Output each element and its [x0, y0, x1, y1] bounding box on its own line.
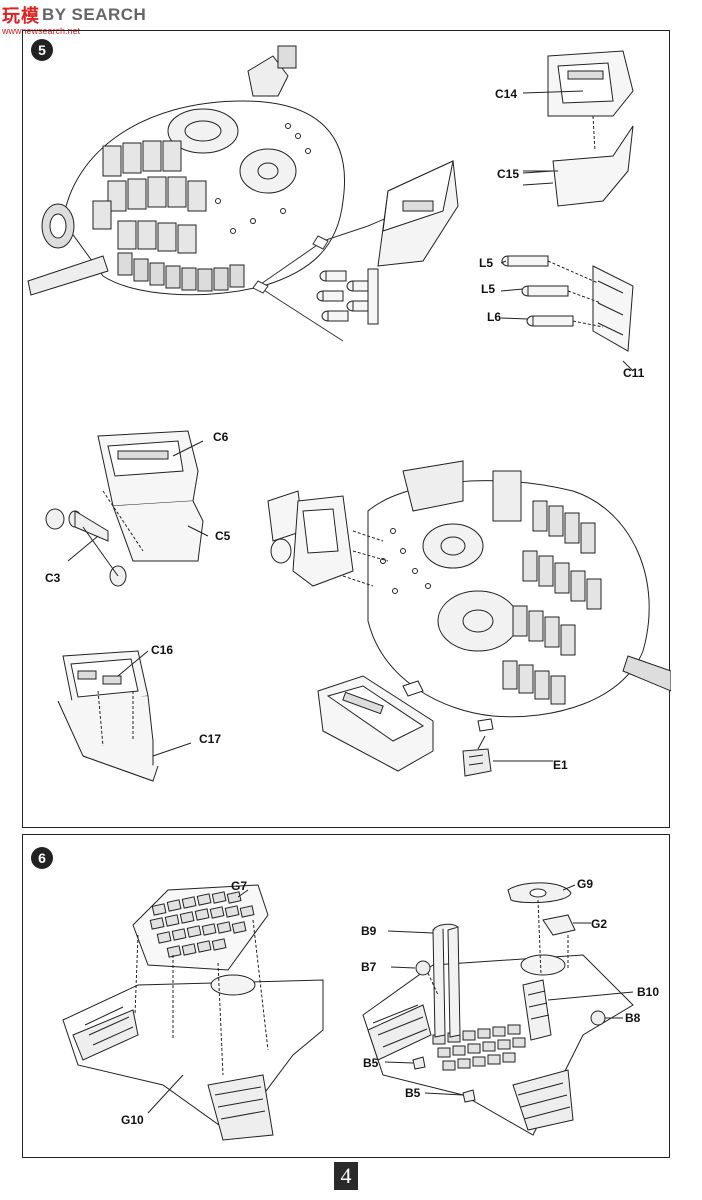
part-b8-drawing: [590, 1010, 606, 1026]
crossbar-drawing: [45, 508, 127, 587]
watermark-url: wwwnewsearch.net: [2, 26, 81, 36]
rear-lower-bin-drawing: [317, 675, 494, 772]
label-g2: G2: [591, 917, 608, 931]
part-b5-drawing: [412, 1056, 476, 1103]
label-c11: C11: [623, 366, 645, 380]
part-g2-drawing: [542, 914, 576, 970]
step-6-illustration: [62, 882, 634, 1141]
side-bin-drawing: [97, 430, 204, 562]
label-b5-bottom: B5: [405, 1086, 421, 1100]
watermark-text: BY SEARCH: [42, 5, 147, 24]
label-b9: B9: [361, 924, 377, 938]
step-6-panel: 6: [22, 834, 670, 1158]
page-number: 4: [334, 1162, 358, 1190]
label-l5-bottom: L5: [481, 282, 496, 296]
part-b10-drawing: [522, 979, 552, 1041]
label-c6: C6: [213, 430, 229, 444]
step-number-badge: 5: [31, 39, 53, 61]
turret-side-drawing: [367, 460, 671, 718]
part-g9-drawing: [507, 882, 572, 976]
turret-top-drawing: [27, 45, 345, 296]
label-g7: G7: [231, 879, 248, 893]
label-b5-top: B5: [363, 1056, 379, 1070]
hull-plate-right-drawing: [362, 954, 634, 1136]
label-c3: C3: [45, 571, 61, 585]
label-e1: E1: [553, 758, 568, 772]
part-b9-drawing: [432, 923, 461, 1038]
era-plate-g7-drawing: [132, 884, 269, 971]
label-b7: B7: [361, 960, 377, 974]
stowage-box-drawing: [377, 160, 459, 267]
watermark: 玩模 BY SEARCH: [2, 4, 147, 27]
label-l5-top: L5: [479, 256, 494, 270]
part-b7-drawing: [415, 960, 439, 996]
label-g9: G9: [577, 877, 594, 891]
watermark-logo: 玩模: [2, 6, 40, 27]
label-b8: B8: [625, 1011, 641, 1025]
label-c16: C16: [151, 643, 174, 657]
front-bin-drawing: [57, 650, 159, 782]
step-5-illustration: [27, 45, 671, 782]
label-b10: B10: [637, 985, 660, 999]
launcher-bracket-drawing: [501, 255, 634, 352]
label-c15: C15: [497, 167, 520, 181]
label-c5: C5: [215, 529, 231, 543]
label-l6: L6: [487, 310, 502, 324]
smoke-launcher-drawing: [316, 268, 379, 325]
turret-side-bins-drawing: [267, 490, 389, 587]
step-5-panel: 5: [22, 30, 671, 828]
label-g10: G10: [121, 1113, 144, 1127]
label-c14: C14: [495, 87, 518, 101]
e1-part-drawing: [462, 735, 492, 777]
rear-bin-drawing: [522, 50, 634, 207]
hull-plate-left-drawing: [62, 974, 324, 1141]
step-number-badge: 6: [31, 847, 53, 869]
label-c17: C17: [199, 732, 222, 746]
